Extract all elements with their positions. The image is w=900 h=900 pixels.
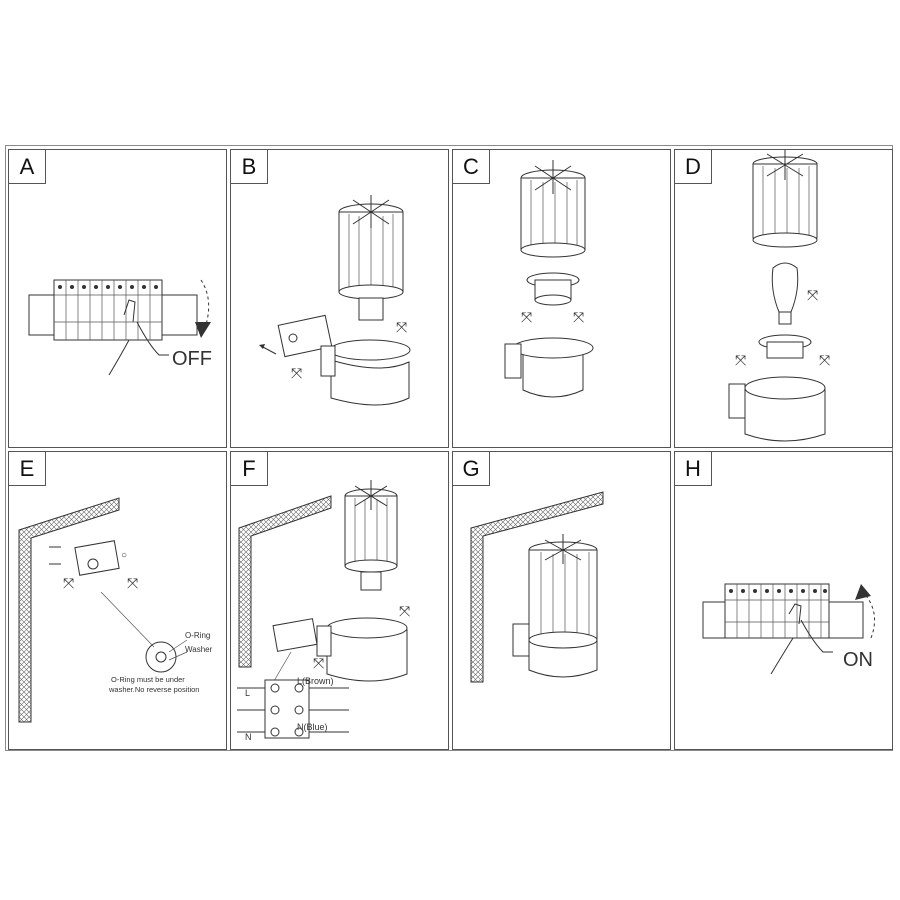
callout-leader	[100, 591, 155, 648]
svg-text:⤧: ⤧	[521, 309, 532, 325]
wire-l-right: L(Brown)	[297, 676, 334, 686]
step-label-c: C	[453, 150, 490, 184]
svg-text:⤧: ⤧	[63, 575, 74, 591]
detail-circle	[145, 641, 177, 673]
svg-text:⤧: ⤧	[819, 352, 830, 368]
remove-holder-illustration: ⤧ ⤧	[504, 160, 594, 398]
svg-text:○: ○	[121, 550, 127, 561]
wall-section	[238, 495, 332, 668]
svg-text:⤧: ⤧	[573, 309, 584, 325]
mounted-lamp-illustration	[470, 491, 604, 683]
svg-text:⤧: ⤧	[807, 287, 818, 303]
svg-text:⤧: ⤧	[396, 319, 407, 335]
step-panel-c: C ⤧ ⤧	[452, 149, 671, 448]
step-panel-b: B ⤧ ⤧	[230, 149, 449, 448]
instruction-sheet	[5, 145, 893, 751]
svg-text:⤧: ⤧	[313, 655, 324, 671]
step-label-e: E	[9, 452, 46, 486]
step-label-g: G	[453, 452, 490, 486]
wiring-illustration: ⤧ ⤧ L L(Brown) N N(Blue)	[237, 480, 410, 742]
svg-text:⤧: ⤧	[399, 603, 410, 619]
step-panel-g: G	[452, 451, 671, 750]
step-label-d: D	[675, 150, 712, 184]
step-label-h: H	[675, 452, 712, 486]
step-label-b: B	[231, 150, 268, 184]
bulb	[771, 262, 799, 313]
shade-cage	[344, 495, 398, 567]
breaker-block	[53, 279, 163, 341]
hand-outline	[108, 321, 169, 376]
hand-outline	[770, 619, 833, 675]
step-panel-a: A OFF	[8, 149, 227, 448]
remove-shade-illustration: ⤧ ⤧	[259, 195, 411, 406]
breaker-off-illustration: OFF	[28, 279, 212, 376]
step-panel-f: F ⤧ ⤧ L L(Brown) N N(Blue)	[230, 451, 449, 750]
off-label: OFF	[172, 348, 212, 370]
star-top	[347, 195, 395, 228]
off-arrow-head	[195, 322, 211, 338]
breaker-block	[724, 583, 830, 639]
step-label-f: F	[231, 452, 268, 486]
wire-l-left: L	[245, 688, 250, 698]
wall-section	[18, 497, 120, 723]
step-panel-e: E ⤧ ⤧ ○ O-Ring Washer O-Ring must be und…	[8, 451, 227, 750]
wire-n-left: N	[245, 732, 252, 742]
oring-note-line2: washer.No reverse position	[108, 685, 199, 694]
wall-mount-illustration: ⤧ ⤧ ○ O-Ring Washer O-Ring must be under…	[18, 497, 213, 723]
install-bulb-illustration: ⤧ ⤧ ⤧	[728, 150, 830, 442]
oring-label: O-Ring	[185, 631, 210, 640]
mounting-plate	[277, 314, 333, 358]
step-panel-d: D ⤧ ⤧ ⤧	[674, 149, 893, 448]
wall-section	[470, 491, 604, 683]
washer-label: Washer	[185, 645, 213, 654]
wire-n-right: N(Blue)	[297, 722, 328, 732]
mounting-plate	[272, 618, 318, 652]
mounting-plate	[74, 540, 120, 576]
base-cylinder	[528, 640, 598, 678]
svg-text:⤧: ⤧	[291, 365, 302, 381]
on-arrow-arc	[862, 591, 876, 639]
breaker-on-illustration: ON	[702, 583, 876, 675]
oring-note-line1: O-Ring must be under	[111, 675, 185, 684]
on-arrow-head	[855, 584, 871, 600]
on-label: ON	[843, 649, 873, 671]
svg-text:⤧: ⤧	[127, 575, 138, 591]
off-arrow-arc	[200, 279, 210, 329]
terminal-block	[264, 679, 310, 739]
step-panel-h: H ON	[674, 451, 893, 750]
base-cylinder	[330, 359, 410, 406]
step-label-a: A	[9, 150, 46, 184]
svg-text:⤧: ⤧	[735, 352, 746, 368]
